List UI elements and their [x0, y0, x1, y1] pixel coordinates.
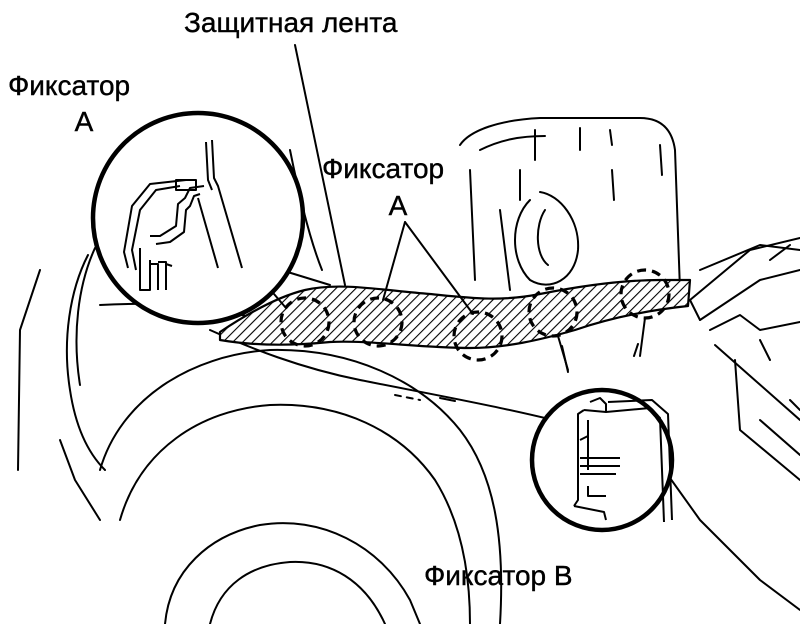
- body-side-outline: [17, 247, 106, 521]
- rear-structure: [649, 237, 800, 611]
- label-clip-a-center-line1: Фиксатор: [322, 153, 445, 184]
- clip-a-marker-1: [279, 296, 331, 348]
- label-protective-tape: Защитная лента: [184, 7, 398, 38]
- leader-clip-a-1: [382, 221, 406, 301]
- wheel-arch: [99, 348, 503, 624]
- clip-b-marker-1: [527, 286, 579, 338]
- leader-clip-a-2: [404, 221, 474, 315]
- clip-a-marker-3: [452, 310, 504, 362]
- label-clip-a-left-line1: Фиксатор: [8, 70, 131, 101]
- detail-view-clip-b: [529, 387, 675, 533]
- leader-b-stub-2: [633, 343, 639, 357]
- leader-b-stub-1: [561, 345, 569, 373]
- label-clip-a-center-line2: A: [388, 190, 408, 221]
- clip-a-marker-2: [352, 296, 404, 348]
- label-clip-a-left-line2: A: [74, 106, 94, 137]
- label-clip-b: Фиксатор B: [424, 560, 573, 591]
- tailgate-opening: [459, 117, 681, 291]
- detail-view-clip-a: [90, 110, 306, 326]
- leader-detail-b-2: [639, 317, 646, 357]
